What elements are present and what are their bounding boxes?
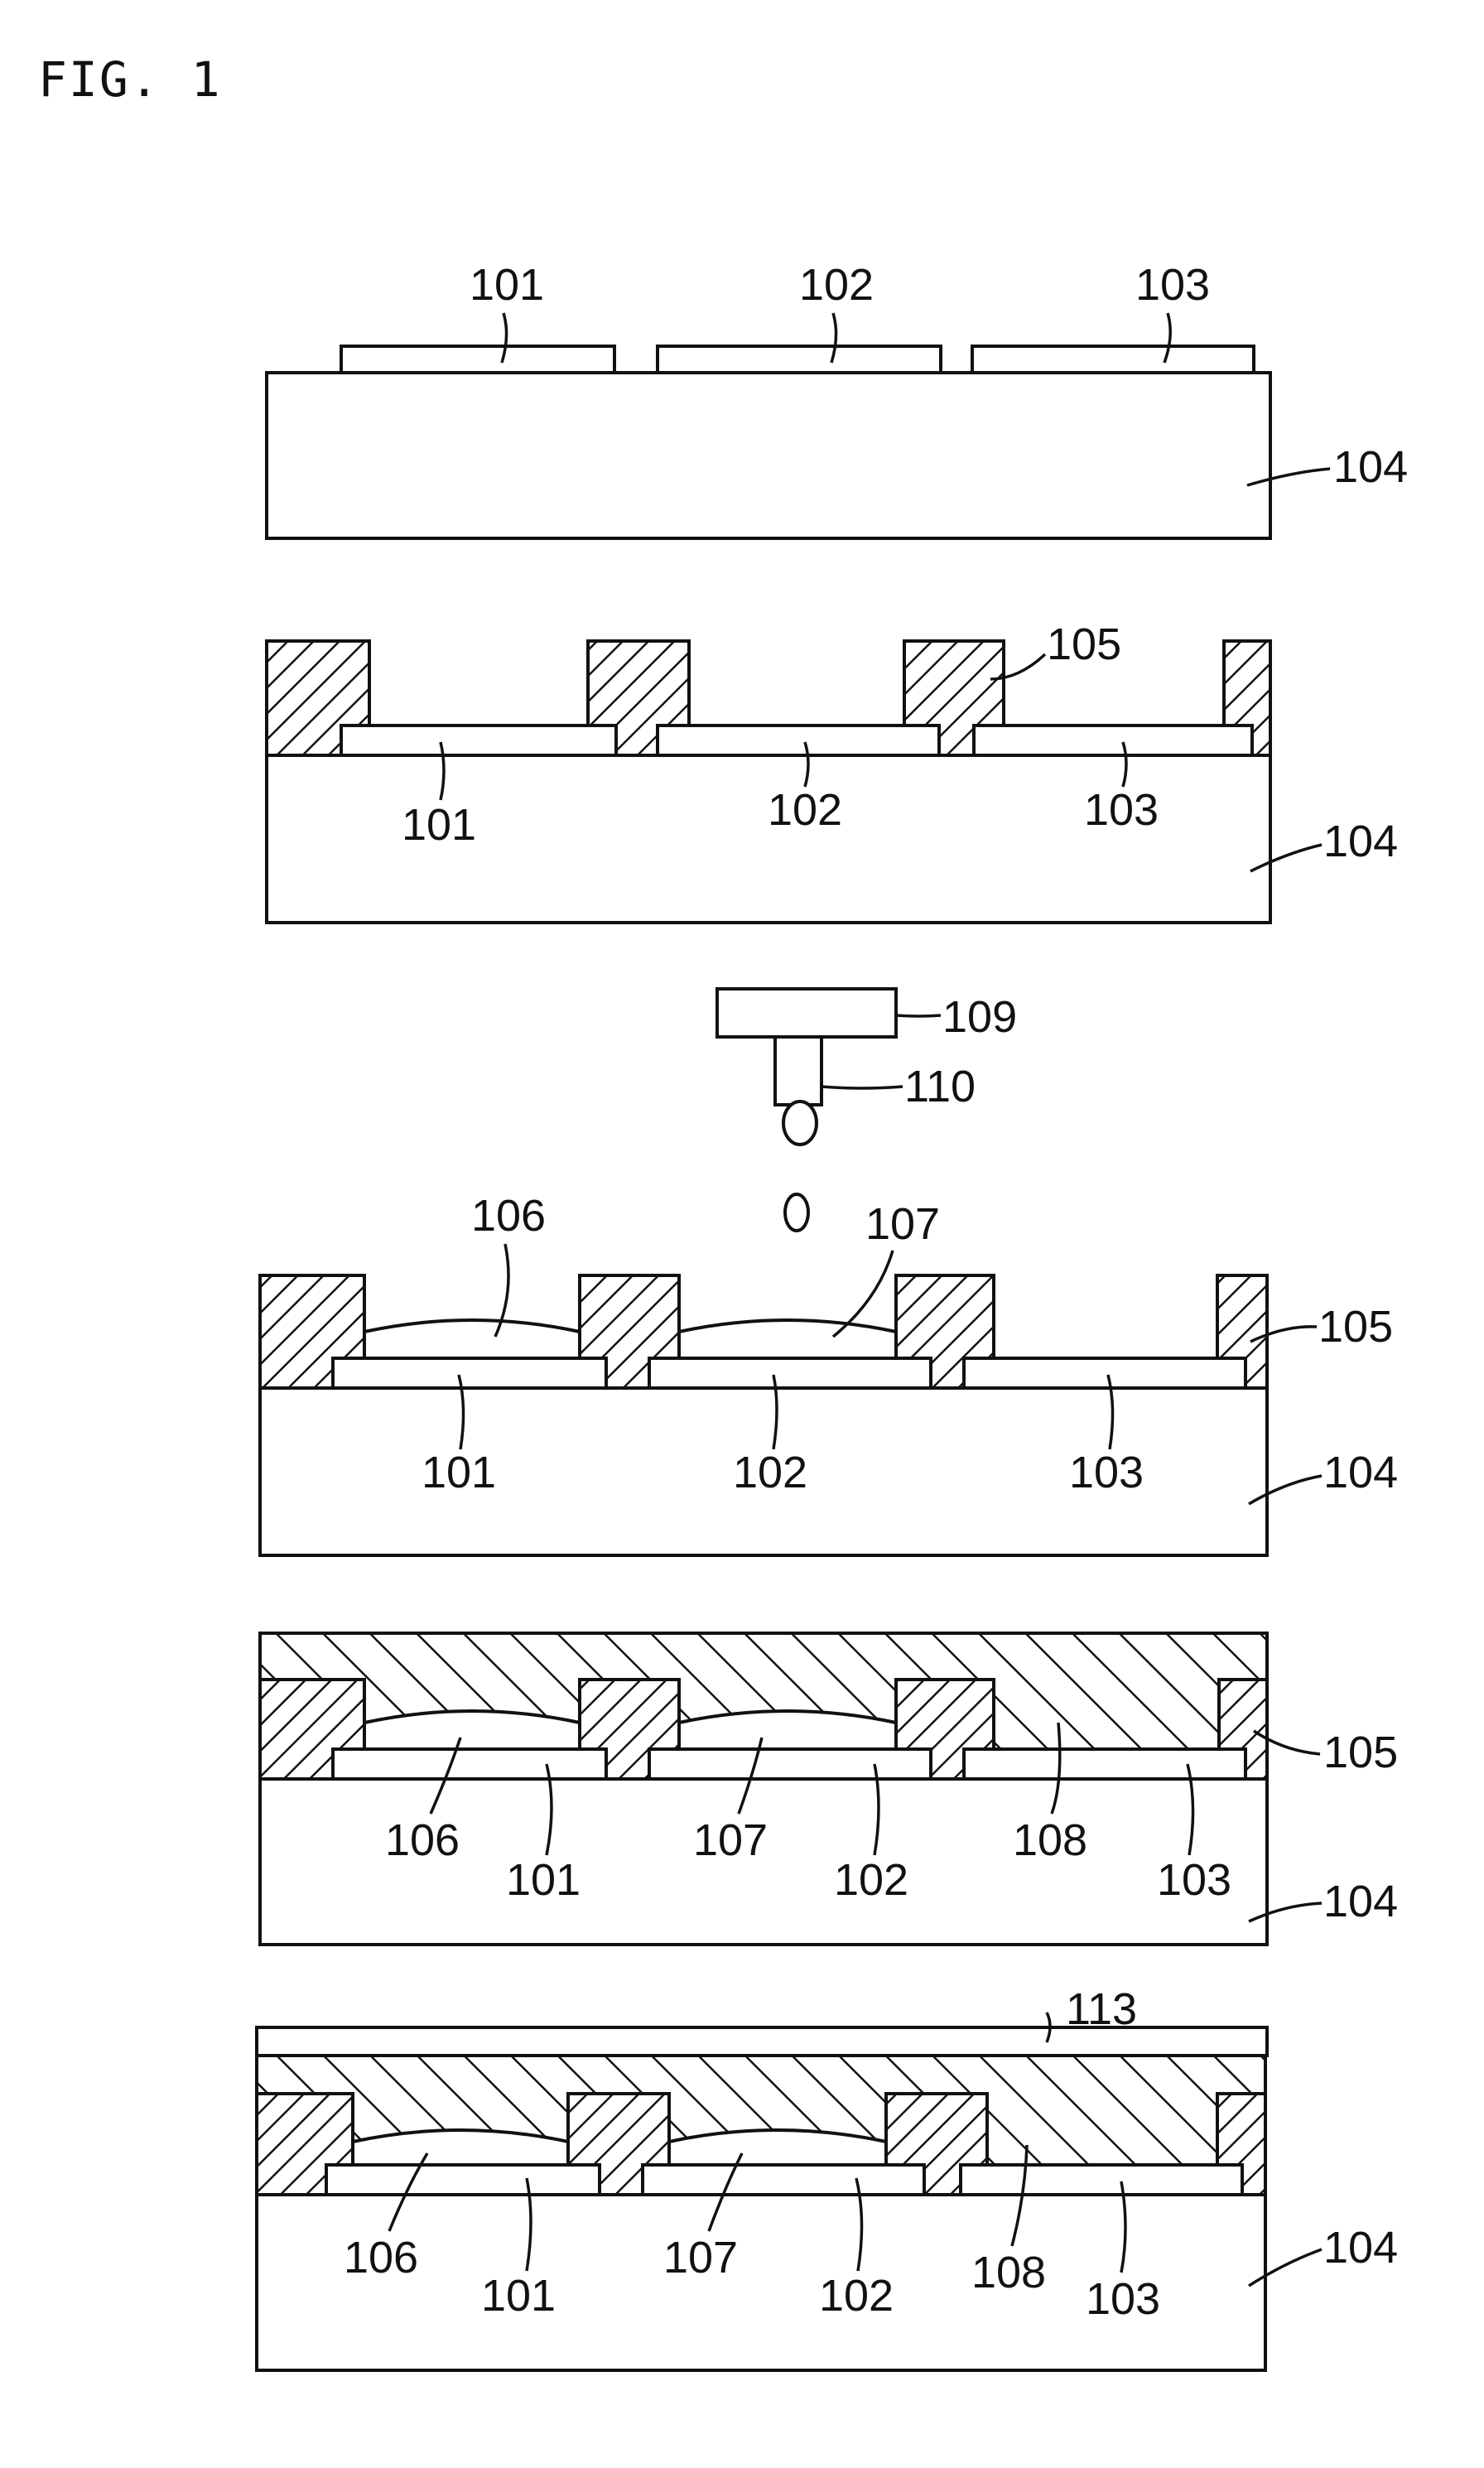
label-104: 104: [1333, 442, 1408, 492]
step-3: 109 110 106 107 105 101 102 103 104: [260, 989, 1398, 1555]
label-108: 108: [971, 2248, 1046, 2297]
inkjet-head-109: [717, 989, 896, 1037]
electrode-103: [972, 346, 1254, 373]
label-103: 103: [1086, 2274, 1160, 2324]
label-102: 102: [819, 2271, 894, 2321]
label-102: 102: [834, 1855, 908, 1905]
label-109: 109: [942, 992, 1017, 1042]
label-107: 107: [865, 1199, 940, 1249]
ink-layer-106: [364, 1320, 580, 1358]
label-106: 106: [344, 2233, 418, 2282]
label-103: 103: [1069, 1448, 1144, 1497]
label-104: 104: [1323, 2223, 1398, 2273]
label-101: 101: [402, 800, 476, 850]
electrode-102: [658, 725, 939, 755]
substrate-104: [267, 373, 1270, 538]
label-101: 101: [506, 1855, 581, 1905]
step-5: 113 106 101 107 102 108 103 104: [257, 1984, 1398, 2370]
label-102: 102: [799, 260, 874, 310]
step-2: 105 101 102 103 104: [267, 619, 1398, 923]
label-104: 104: [1323, 817, 1398, 866]
label-101: 101: [470, 260, 544, 310]
ink-layer-106: [364, 1711, 580, 1749]
electrode-102: [643, 2165, 924, 2195]
electrode-101: [341, 346, 614, 373]
label-113: 113: [1066, 1984, 1137, 2034]
label-103: 103: [1157, 1855, 1231, 1905]
label-107: 107: [663, 2233, 738, 2282]
ink-droplet-icon: [783, 1101, 817, 1145]
label-102: 102: [768, 785, 842, 835]
label-108: 108: [1013, 1815, 1087, 1865]
electrode-102: [649, 1358, 931, 1388]
label-103: 103: [1135, 260, 1210, 310]
ink-layer-107: [679, 1711, 896, 1749]
ink-layer-106: [353, 2130, 568, 2165]
electrode-103: [964, 1749, 1246, 1779]
ink-layer-107: [679, 1320, 896, 1358]
label-105: 105: [1323, 1728, 1398, 1777]
label-106: 106: [385, 1815, 460, 1865]
label-104: 104: [1323, 1877, 1398, 1926]
ink-layer-107: [669, 2130, 886, 2165]
electrode-103: [974, 725, 1252, 755]
electrode-103: [964, 1358, 1246, 1388]
label-104: 104: [1323, 1448, 1398, 1497]
electrode-101: [341, 725, 616, 755]
step-4: 105 106 101 107 102 108 103 104: [260, 1633, 1398, 1945]
label-103: 103: [1084, 785, 1159, 835]
electrode-101: [326, 2165, 600, 2195]
label-110: 110: [904, 1062, 976, 1111]
label-101: 101: [481, 2271, 556, 2321]
electrode-101: [333, 1358, 606, 1388]
electrode-101: [333, 1749, 606, 1779]
electrode-102: [658, 346, 941, 373]
label-106: 106: [471, 1191, 546, 1241]
label-101: 101: [422, 1448, 496, 1497]
label-102: 102: [733, 1448, 807, 1497]
nozzle-110: [775, 1037, 822, 1105]
electrode-103: [961, 2165, 1242, 2195]
label-105: 105: [1318, 1302, 1393, 1352]
label-105: 105: [1047, 619, 1121, 669]
step-1: 101 102 103 104: [267, 260, 1408, 538]
label-107: 107: [693, 1815, 768, 1865]
electrode-102: [649, 1749, 931, 1779]
ink-droplet-icon: [785, 1194, 808, 1231]
